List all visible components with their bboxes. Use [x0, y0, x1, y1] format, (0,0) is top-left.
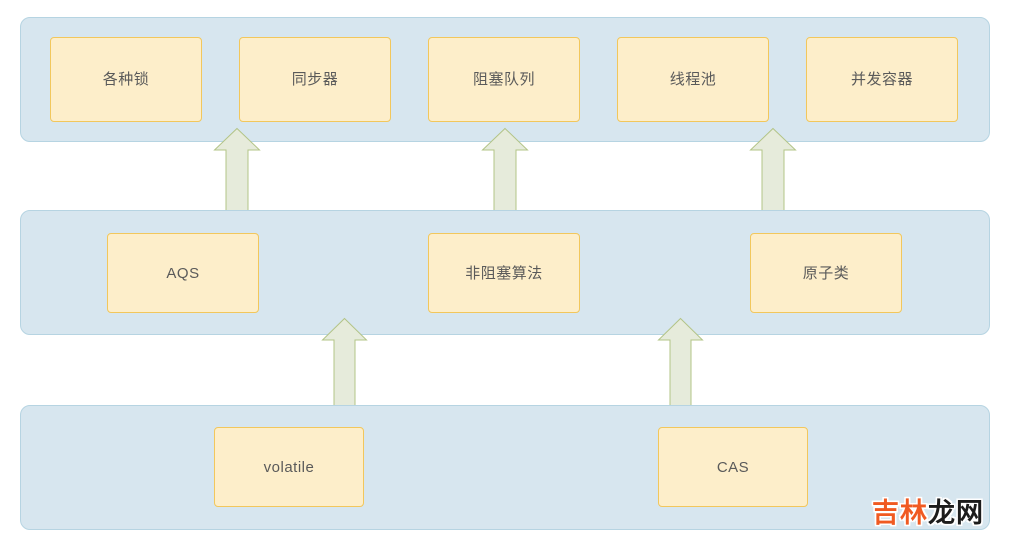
layer-panel-bottom	[20, 405, 990, 530]
node-label: volatile	[263, 458, 315, 476]
arrow-up-icon-5	[657, 317, 704, 411]
node-box-top-3[interactable]: 线程池	[617, 37, 769, 122]
node-box-bottom-0[interactable]: volatile	[214, 427, 364, 507]
watermark: 吉林龙网	[872, 500, 984, 527]
node-label: CAS	[716, 458, 750, 476]
node-box-middle-2[interactable]: 原子类	[750, 233, 902, 313]
arrow-up-icon-3	[749, 127, 797, 223]
node-box-top-0[interactable]: 各种锁	[50, 37, 202, 122]
node-label: 线程池	[669, 71, 717, 88]
node-label: 原子类	[802, 264, 850, 282]
node-box-top-1[interactable]: 同步器	[239, 37, 391, 122]
arrow-up-icon-1	[213, 127, 261, 223]
watermark-part-one: 吉林	[872, 498, 928, 529]
node-box-top-4[interactable]: 并发容器	[806, 37, 958, 122]
arrow-up-icon-2	[481, 127, 529, 223]
node-label: 并发容器	[850, 71, 913, 88]
node-box-top-2[interactable]: 阻塞队列	[428, 37, 580, 122]
node-label: 阻塞队列	[472, 71, 535, 88]
node-box-bottom-1[interactable]: CAS	[658, 427, 808, 507]
node-box-middle-1[interactable]: 非阻塞算法	[428, 233, 580, 313]
node-label: 同步器	[291, 71, 339, 88]
node-label: 各种锁	[102, 71, 150, 88]
arrow-up-icon-4	[321, 317, 368, 411]
watermark-part-two: 龙网	[928, 498, 984, 529]
node-box-middle-0[interactable]: AQS	[107, 233, 259, 313]
node-label: AQS	[166, 264, 200, 282]
node-label: 非阻塞算法	[465, 264, 543, 282]
